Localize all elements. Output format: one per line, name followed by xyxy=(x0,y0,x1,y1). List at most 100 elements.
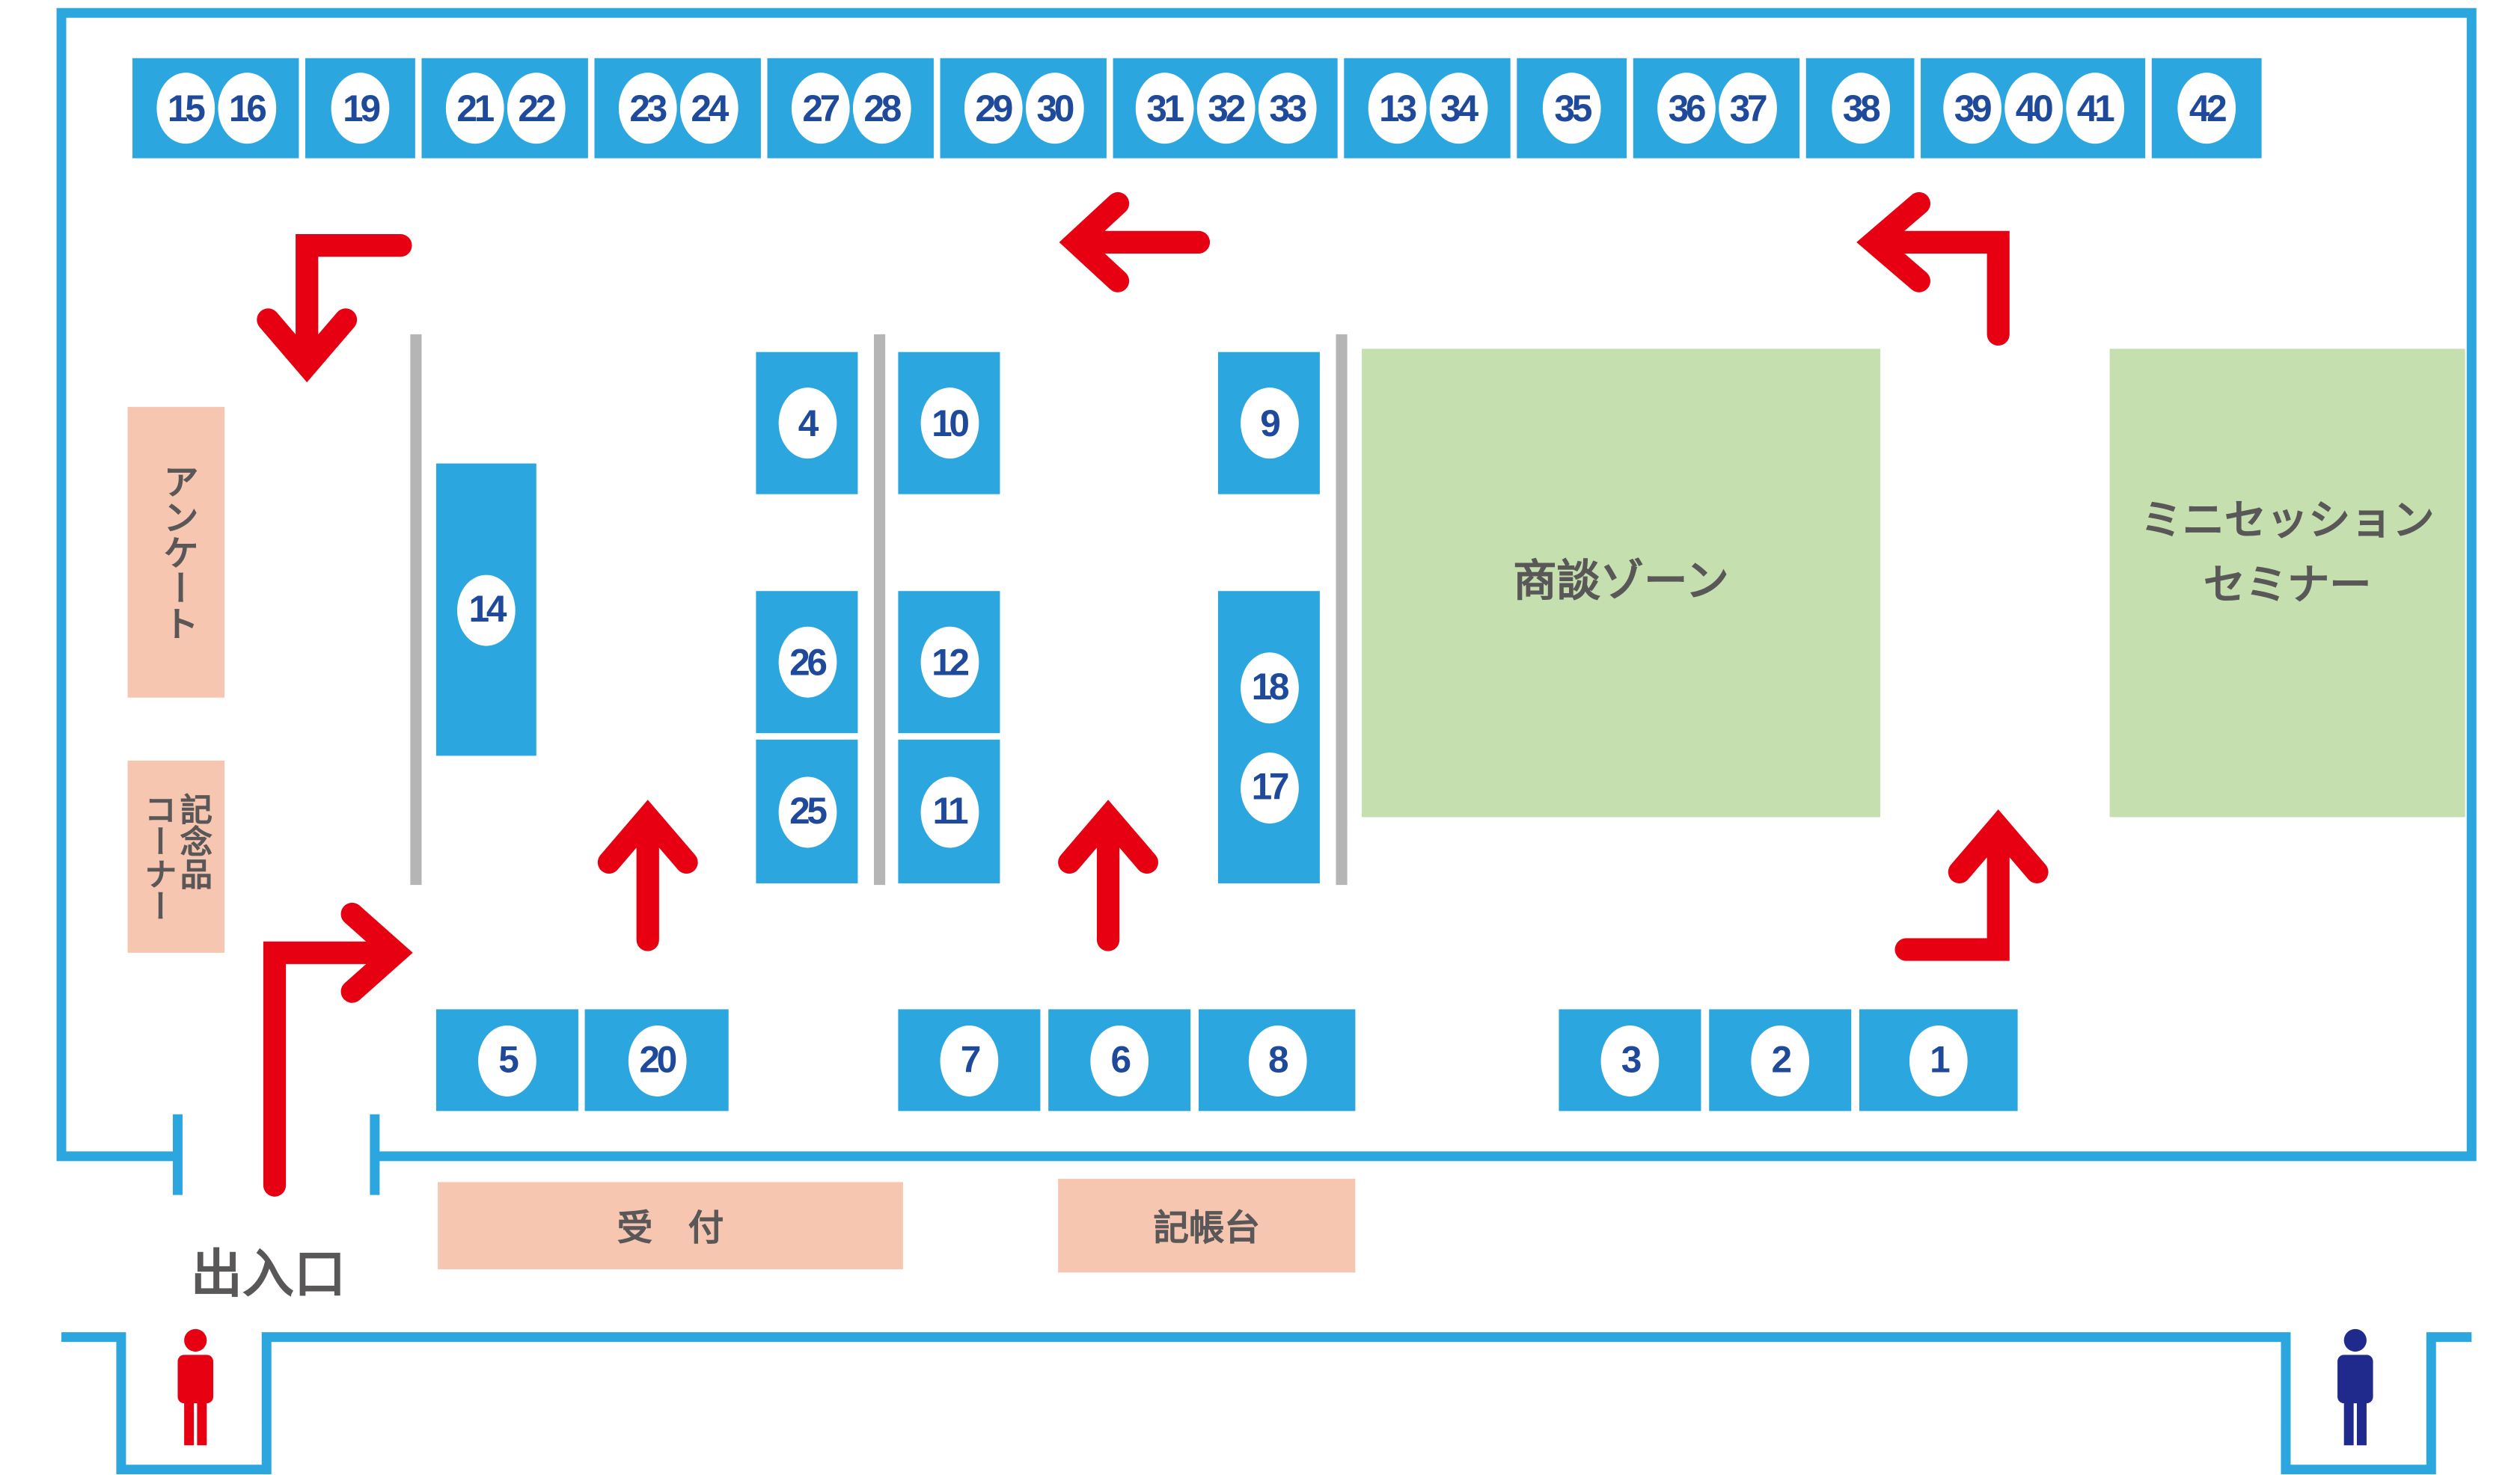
booth-number: 35 xyxy=(1542,73,1601,144)
flow-arrow-up-turn xyxy=(1894,809,2049,961)
booth-12: 12 xyxy=(898,591,1000,734)
booth-number: 23 xyxy=(617,73,676,144)
booth-3: 3 xyxy=(1559,1009,1701,1111)
guestbook-label: 記帳台 xyxy=(1153,1209,1261,1251)
booth-number: 11 xyxy=(920,776,979,847)
booth-number: 14 xyxy=(456,574,516,645)
booth-number: 10 xyxy=(920,387,979,459)
booth-number: 8 xyxy=(1247,1024,1306,1096)
booth-number: 41 xyxy=(2065,73,2124,144)
flow-arrow-left xyxy=(1059,191,1211,292)
flow-arrow-up-1 xyxy=(597,800,698,951)
booth-number: 15 xyxy=(156,73,215,144)
partition-wall xyxy=(1336,334,1348,886)
booth-number: 24 xyxy=(679,73,738,144)
booth-1: 1 xyxy=(1859,1009,2018,1111)
booth-5: 5 xyxy=(435,1009,578,1111)
gift-corner-label: 記念品 コーナー xyxy=(138,791,213,922)
booth-number: 3 xyxy=(1600,1024,1660,1096)
booth-number: 34 xyxy=(1428,73,1487,144)
booth-number: 27 xyxy=(790,73,849,144)
gift-corner: 記念品 コーナー xyxy=(127,760,225,953)
walls xyxy=(56,7,2477,1475)
booth-number: 37 xyxy=(1718,73,1776,144)
booth-number: 42 xyxy=(2177,73,2236,144)
partition-wall xyxy=(874,334,886,886)
booth-number: 12 xyxy=(920,626,979,698)
booth-number: 30 xyxy=(1024,73,1083,144)
seminar-label-line2: セミナー xyxy=(2203,562,2372,611)
flow-arrow-up-2 xyxy=(1058,800,1159,951)
booth-number: 18 xyxy=(1240,651,1298,723)
booth-10: 10 xyxy=(898,352,1000,494)
booth-35: 35 xyxy=(1517,58,1627,159)
booth-number: 28 xyxy=(851,73,911,144)
booth-number: 21 xyxy=(444,73,504,144)
booth-number: 36 xyxy=(1657,73,1715,144)
corridor-wall xyxy=(61,1332,2472,1475)
gift-label-line1: 記念品 xyxy=(174,791,213,889)
booth-25: 25 xyxy=(756,739,858,883)
booth-6: 6 xyxy=(1048,1009,1191,1111)
reception-label: 受 付 xyxy=(617,1209,724,1251)
booth-number: 32 xyxy=(1196,73,1255,144)
room-wall xyxy=(56,7,2477,1162)
seminar-label-line1: ミニセッション xyxy=(2140,497,2435,546)
booth-number: 22 xyxy=(506,73,565,144)
booth-11: 11 xyxy=(898,739,1000,883)
booth-number: 19 xyxy=(331,73,390,144)
flow-arrow-left-turn xyxy=(1856,191,2010,346)
booth-number: 5 xyxy=(478,1024,536,1096)
booth-38: 38 xyxy=(1805,58,1915,159)
booth-number: 38 xyxy=(1831,73,1889,144)
booth-number: 17 xyxy=(1240,752,1298,824)
survey-area: アンケート xyxy=(127,407,225,698)
booth-number: 29 xyxy=(963,73,1022,144)
booth-number: 39 xyxy=(1942,73,2001,144)
survey-label: アンケート xyxy=(156,463,198,642)
guestbook-desk: 記帳台 xyxy=(1058,1179,1356,1273)
booth-42: 42 xyxy=(2151,58,2262,159)
booth-20: 20 xyxy=(584,1009,729,1111)
booth-number: 7 xyxy=(940,1024,999,1096)
person-icon xyxy=(2337,1328,2373,1446)
negotiation-zone-label: 商談ゾーン xyxy=(1513,557,1729,607)
booth-7: 7 xyxy=(898,1009,1041,1111)
booth-number: 26 xyxy=(777,626,837,698)
reception-desk: 受 付 xyxy=(438,1182,903,1269)
booth-9: 9 xyxy=(1217,352,1320,494)
partition-wall xyxy=(410,334,422,886)
booth-number: 31 xyxy=(1134,73,1193,144)
booth-26: 26 xyxy=(756,591,858,734)
booth-number: 40 xyxy=(2004,73,2062,144)
booth-4: 4 xyxy=(756,352,858,494)
entrance-label: 出入口 xyxy=(190,1243,346,1305)
booth-14: 14 xyxy=(435,463,536,756)
booth-number: 25 xyxy=(777,776,837,847)
booth-number: 20 xyxy=(627,1024,686,1096)
gift-label-line2: コーナー xyxy=(138,791,178,922)
flow-arrow-down xyxy=(257,234,412,383)
booth-number: 13 xyxy=(1367,73,1426,144)
booth-number: 6 xyxy=(1090,1024,1149,1096)
person-icon xyxy=(177,1328,213,1446)
booth-number: 16 xyxy=(217,73,276,144)
booth-number: 33 xyxy=(1257,73,1316,144)
booth-number: 2 xyxy=(1751,1024,1810,1096)
booth-number: 4 xyxy=(777,387,837,459)
seminar-zone: ミニセッション セミナー xyxy=(2109,349,2465,818)
booth-2: 2 xyxy=(1709,1009,1852,1111)
booth-number: 9 xyxy=(1240,387,1298,459)
booth-19: 19 xyxy=(305,58,415,159)
